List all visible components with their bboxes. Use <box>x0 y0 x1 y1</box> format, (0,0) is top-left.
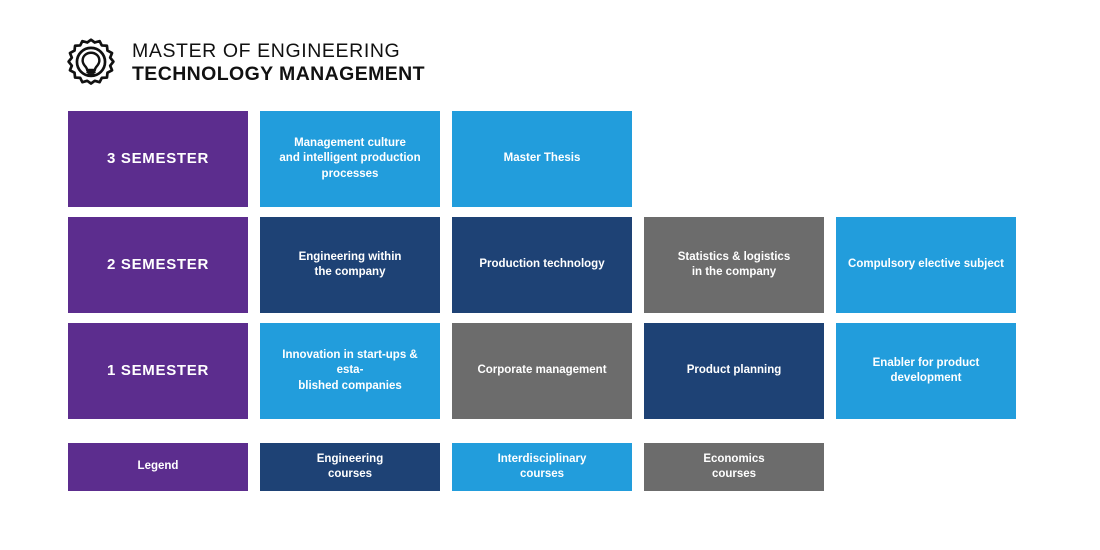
course-label: Compulsory elective subject <box>848 258 1004 271</box>
legend-item-economics: Economics courses <box>644 443 824 491</box>
legend-item-label: Interdisciplinary courses <box>497 452 587 480</box>
semester-row-3: 3 SEMESTER Management culture and intell… <box>68 111 1016 207</box>
course-label: Statistics & logistics in the company <box>677 250 791 278</box>
brand-header: MASTER OF ENGINEERING TECHNOLOGY MANAGEM… <box>64 36 425 90</box>
course-box-2-4[interactable]: Compulsory elective subject <box>836 217 1016 313</box>
semester-label-text: 3 SEMESTER <box>106 150 210 168</box>
course-box-1-2[interactable]: Corporate management <box>452 323 632 419</box>
course-box-3-2[interactable]: Master Thesis <box>452 111 632 207</box>
course-label: Innovation in start-ups & esta- blished … <box>282 349 418 392</box>
brand-title-block: MASTER OF ENGINEERING TECHNOLOGY MANAGEM… <box>132 41 425 84</box>
semester-label-1: 1 SEMESTER <box>68 323 248 419</box>
course-box-3-3-empty <box>644 111 824 207</box>
brand-line-2: TECHNOLOGY MANAGEMENT <box>132 63 425 85</box>
course-label: Management culture and intelligent produ… <box>279 137 421 180</box>
semester-row-2: 2 SEMESTER Engineering within the compan… <box>68 217 1016 313</box>
legend-title: Legend <box>68 443 248 491</box>
course-label: Corporate management <box>477 364 607 377</box>
semester-label-text: 1 SEMESTER <box>106 362 210 380</box>
course-label: Master Thesis <box>503 152 581 165</box>
course-box-1-1[interactable]: Innovation in start-ups & esta- blished … <box>260 323 440 419</box>
course-box-2-2[interactable]: Production technology <box>452 217 632 313</box>
brand-line-1: MASTER OF ENGINEERING <box>132 40 401 63</box>
legend-item-label: Engineering courses <box>316 452 384 480</box>
legend-item-engineering: Engineering courses <box>260 443 440 491</box>
course-label: Enabler for product development <box>872 356 980 384</box>
course-label: Engineering within the company <box>298 250 402 278</box>
course-box-2-1[interactable]: Engineering within the company <box>260 217 440 313</box>
curriculum-grid: 3 SEMESTER Management culture and intell… <box>68 111 1016 491</box>
legend-row: Legend Engineering courses Interdiscipli… <box>68 443 1016 491</box>
semester-label-text: 2 SEMESTER <box>106 256 210 274</box>
legend-item-label: Economics courses <box>703 452 765 480</box>
legend-spacer <box>836 443 1016 491</box>
course-box-3-4-empty <box>836 111 1016 207</box>
course-box-1-3[interactable]: Product planning <box>644 323 824 419</box>
semester-label-2: 2 SEMESTER <box>68 217 248 313</box>
legend-title-text: Legend <box>137 460 179 473</box>
gear-lightbulb-icon <box>64 36 118 90</box>
semester-label-3: 3 SEMESTER <box>68 111 248 207</box>
legend-item-interdisciplinary: Interdisciplinary courses <box>452 443 632 491</box>
course-label: Product planning <box>686 364 782 377</box>
course-box-1-4[interactable]: Enabler for product development <box>836 323 1016 419</box>
semester-row-1: 1 SEMESTER Innovation in start-ups & est… <box>68 323 1016 419</box>
course-box-3-1[interactable]: Management culture and intelligent produ… <box>260 111 440 207</box>
course-label: Production technology <box>479 258 605 271</box>
course-box-2-3[interactable]: Statistics & logistics in the company <box>644 217 824 313</box>
